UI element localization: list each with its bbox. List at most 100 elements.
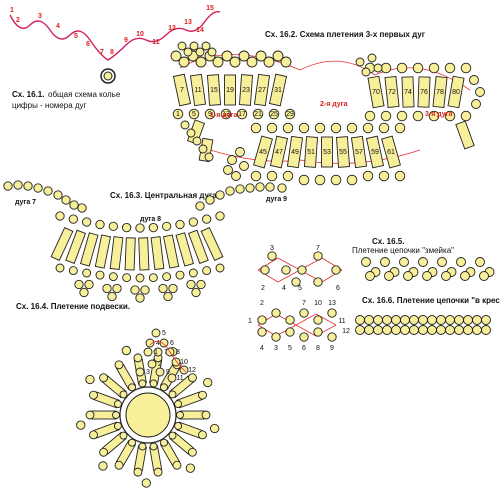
bead-number: 13 (222, 111, 230, 118)
round-bead (99, 373, 109, 383)
fig-16-5-snake-chain: Сх. 16.5. Плетение цепочки "змейка" (352, 237, 495, 281)
round-bead (195, 201, 205, 211)
round-bead (177, 41, 187, 51)
round-bead (267, 251, 277, 261)
bead-number: 9 (330, 345, 334, 352)
round-bead (167, 373, 177, 383)
round-bead (55, 263, 65, 273)
round-bead (204, 108, 216, 120)
round-bead (463, 325, 473, 335)
round-bead (378, 170, 390, 182)
round-bead (84, 279, 94, 290)
bugle-bead (335, 136, 351, 168)
round-bead (43, 186, 53, 196)
bead-number: 8 (316, 345, 320, 352)
round-bead (437, 257, 447, 267)
bead-number: 3 (38, 13, 42, 20)
round-bead (367, 53, 377, 63)
bugle-bead (200, 226, 224, 262)
round-bead (147, 359, 157, 369)
round-bead (95, 219, 105, 230)
bead-number: 10 (180, 359, 188, 366)
bead-number: 12 (168, 25, 176, 32)
round-bead (198, 390, 207, 400)
round-bead (198, 430, 207, 440)
bugle-bead (138, 237, 150, 271)
bead-number: 4 (156, 340, 160, 347)
bugle-bead (303, 136, 319, 168)
round-bead (212, 56, 224, 68)
round-bead (454, 315, 464, 325)
round-bead (112, 283, 122, 294)
round-bead (135, 293, 145, 303)
round-bead (362, 122, 374, 134)
bugle-bead (417, 76, 431, 108)
round-bead (246, 56, 258, 68)
round-bead (460, 62, 472, 74)
round-bead (175, 219, 185, 230)
round-bead (384, 271, 394, 281)
round-bead (102, 283, 112, 294)
round-bead (380, 62, 392, 74)
bead-number: 5 (74, 33, 78, 40)
round-bead (364, 110, 376, 122)
round-bead (364, 315, 374, 325)
round-bead (355, 315, 365, 325)
fig-16-1-caption-c: цифры - номера дуг (12, 101, 87, 110)
bead-number: 2 (261, 285, 265, 292)
round-bead (98, 461, 108, 471)
bead-number: 51 (307, 149, 315, 156)
round-bead (202, 214, 212, 224)
bugle-bead (401, 76, 415, 108)
bead-number: 78 (436, 89, 444, 96)
round-bead (280, 56, 292, 68)
round-bead (362, 170, 374, 182)
round-bead (221, 50, 233, 62)
round-bead (138, 379, 147, 388)
round-bead (201, 410, 211, 420)
bugle-bead (238, 74, 254, 106)
arc-7-label: дуга 7 (15, 199, 36, 206)
bead-number: 49 (291, 149, 299, 156)
round-bead (112, 411, 120, 419)
round-bead (460, 110, 472, 122)
round-bead (418, 315, 428, 325)
round-bead (454, 325, 464, 335)
round-bead (95, 270, 105, 280)
bead-number: 13 (328, 300, 336, 307)
round-bead (145, 338, 155, 348)
bugle-bead (124, 237, 136, 271)
bead-number: 15 (206, 5, 214, 12)
round-bead (391, 315, 401, 325)
round-bead (285, 327, 295, 337)
round-bead (282, 122, 294, 134)
round-bead (445, 315, 455, 325)
round-bead (257, 327, 267, 337)
round-bead (168, 390, 177, 399)
round-bead (153, 347, 163, 357)
round-bead (373, 325, 383, 335)
round-bead (239, 161, 249, 171)
round-bead (277, 183, 287, 193)
bead-number: 11 (338, 318, 345, 325)
fig-16-3-beads (3, 180, 287, 303)
bugle-bead (150, 236, 165, 271)
round-bead (155, 367, 165, 377)
bugle-bead (268, 73, 288, 107)
round-bead (400, 315, 410, 325)
round-bead (472, 325, 482, 335)
round-bead (229, 56, 241, 68)
round-bead (355, 57, 365, 67)
round-bead (215, 263, 225, 273)
round-bead (55, 211, 65, 221)
round-bead (149, 379, 158, 388)
round-bead (394, 170, 406, 182)
bead-number: 12 (188, 367, 196, 374)
fig-16-3-caption: Сх. 16.3. Центральная дуга (110, 191, 217, 200)
round-bead (475, 257, 485, 267)
round-bead (215, 211, 225, 221)
fig-16-3-central-arc: Сх. 16.3. Центральная дуга дуга 7 дуга 8… (3, 180, 287, 303)
bugle-bead (321, 136, 333, 168)
fig-16-5-caption-a: Сх. 16.5. (372, 237, 404, 246)
